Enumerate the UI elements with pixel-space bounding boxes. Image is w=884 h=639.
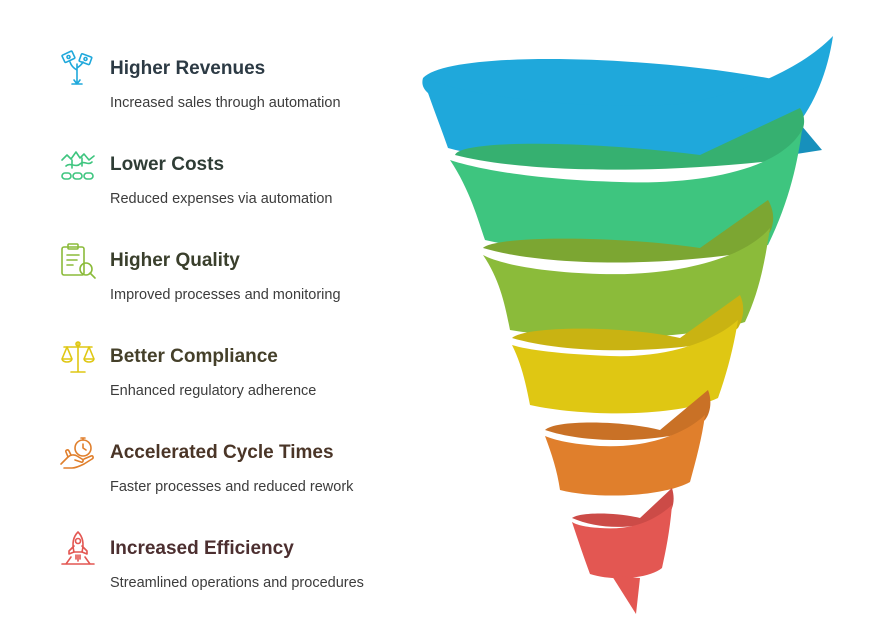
funnel-band-yellow xyxy=(512,295,744,414)
scales-icon xyxy=(61,341,95,373)
benefit-description: Faster processes and reduced rework xyxy=(110,479,354,495)
benefit-title: Better Compliance xyxy=(110,346,278,367)
benefit-lower-costs: Lower Costs Reduced expenses via automat… xyxy=(58,146,438,226)
benefit-description: Enhanced regulatory adherence xyxy=(110,383,317,399)
benefit-description: Reduced expenses via automation xyxy=(110,191,333,207)
benefit-description: Increased sales through automation xyxy=(110,95,341,111)
benefit-accelerated-cycle-times: Accelerated Cycle Times Faster processes… xyxy=(58,434,438,514)
benefit-description: Streamlined operations and procedures xyxy=(110,575,364,591)
funnel-band-lime xyxy=(483,200,774,338)
benefit-better-compliance: Better Compliance Enhanced regulatory ad… xyxy=(58,338,438,418)
funnel-band-green xyxy=(450,108,805,255)
benefit-title: Accelerated Cycle Times xyxy=(110,442,334,463)
benefit-higher-quality: Higher Quality Improved processes and mo… xyxy=(58,242,438,322)
benefit-title: Higher Revenues xyxy=(110,58,266,79)
rocket-icon xyxy=(61,531,95,565)
funnel-band-red xyxy=(572,488,674,614)
funnel-band-orange xyxy=(545,390,711,496)
benefit-description: Improved processes and monitoring xyxy=(110,287,341,303)
stopwatch-hand-icon xyxy=(60,437,94,469)
benefit-title: Lower Costs xyxy=(110,154,225,175)
benefit-increased-efficiency: Increased Efficiency Streamlined operati… xyxy=(58,530,438,610)
money-plant-icon xyxy=(61,50,93,85)
cost-reduction-icon xyxy=(61,151,95,180)
benefit-title: Higher Quality xyxy=(110,250,240,271)
quality-inspection-icon xyxy=(61,243,96,279)
benefit-title: Increased Efficiency xyxy=(110,538,294,559)
benefit-higher-revenues: Higher Revenues Increased sales through … xyxy=(58,50,438,130)
